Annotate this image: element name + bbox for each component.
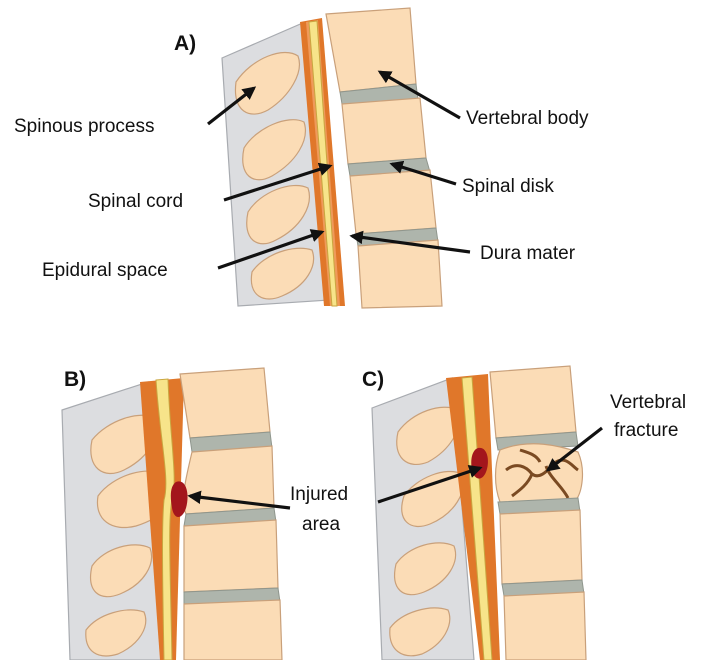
dura-mater-label: Dura mater bbox=[480, 243, 576, 264]
panel-b-vertebral-body-3 bbox=[184, 520, 278, 592]
panel-a-tag: A) bbox=[174, 32, 196, 55]
panel-a-vertebral-body-3 bbox=[350, 170, 436, 234]
panel-b-vertebral-body-4 bbox=[184, 600, 282, 660]
spinal-disk-label: Spinal disk bbox=[462, 176, 554, 197]
panel-c-vertebral-body-4 bbox=[504, 592, 586, 660]
panel-b bbox=[62, 368, 290, 660]
panel-c-tag: C) bbox=[362, 368, 384, 391]
vertebral-body-label: Vertebral body bbox=[466, 108, 589, 129]
panel-c-vertebral-body-3 bbox=[500, 510, 582, 584]
panel-a bbox=[208, 8, 470, 308]
panel-a-vertebral-body-4 bbox=[358, 240, 442, 308]
injured-area-label-line1: Injured bbox=[290, 484, 348, 505]
panel-c-vertebral-body-1 bbox=[490, 366, 576, 438]
vertebral-fracture-label-line1: Vertebral bbox=[610, 392, 686, 413]
panel-a-vertebral-body-2 bbox=[342, 98, 426, 164]
panel-b-tag: B) bbox=[64, 368, 86, 391]
epidural-space-label: Epidural space bbox=[42, 260, 168, 281]
vertebral-fracture-label-line2: fracture bbox=[614, 420, 678, 441]
panel-b-vertebral-body-1 bbox=[180, 368, 270, 438]
panel-c bbox=[372, 366, 602, 660]
injured-area-label-line2: area bbox=[302, 514, 340, 535]
spinal-cord-label: Spinal cord bbox=[88, 191, 183, 212]
spinous-process-label: Spinous process bbox=[14, 116, 154, 137]
panel-a-vertebral-body-1 bbox=[326, 8, 416, 92]
